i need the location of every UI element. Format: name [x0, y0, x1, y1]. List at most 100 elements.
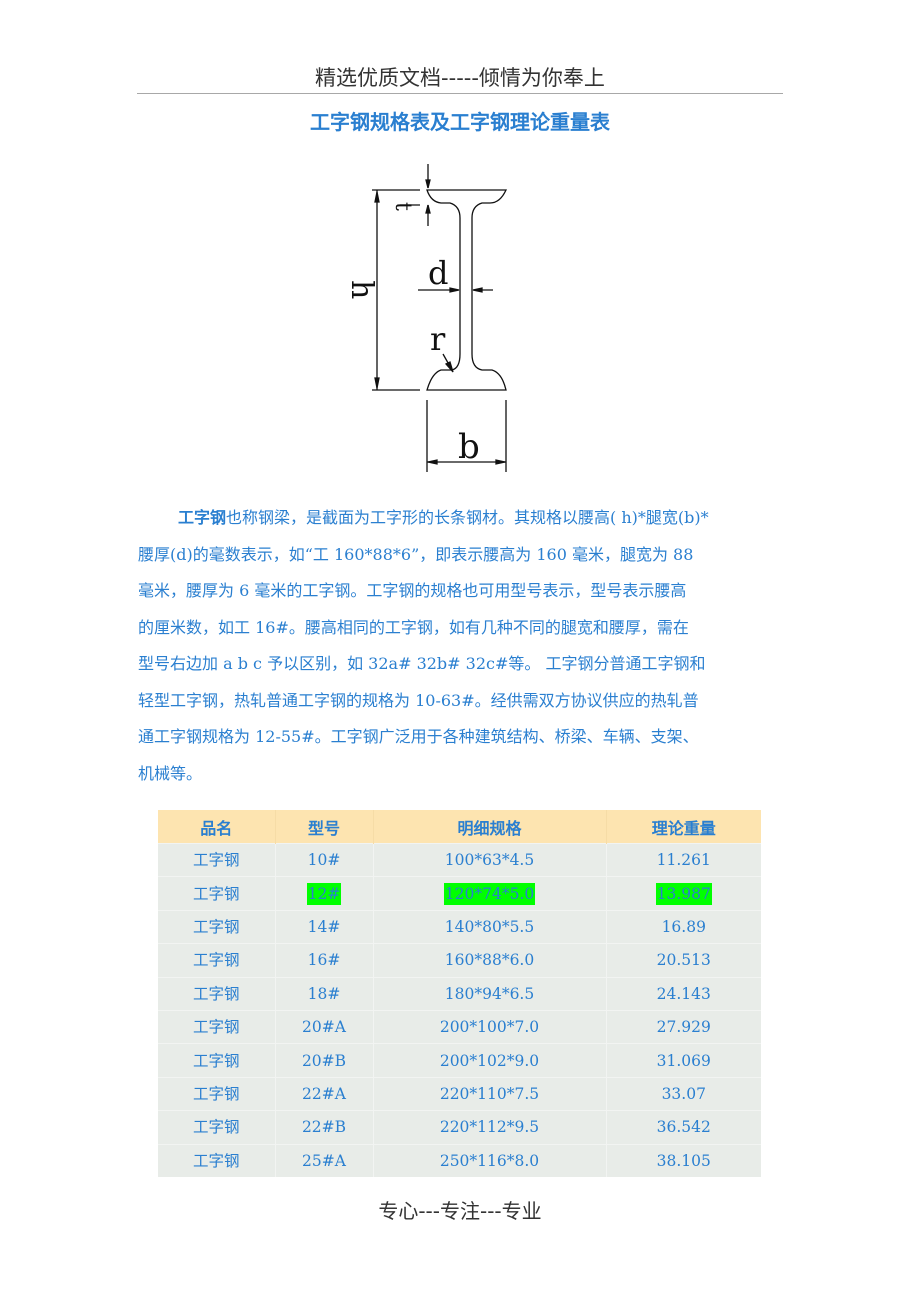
- cell-model-text: 10#: [307, 851, 341, 870]
- label-b: b: [458, 427, 480, 467]
- cell-spec: 200*100*7.0: [373, 1009, 607, 1044]
- cell-weight-text: 16.89: [661, 917, 706, 936]
- paragraph-keyword: 工字钢: [178, 508, 227, 527]
- cell-spec-text: 250*116*8.0: [439, 1151, 540, 1170]
- column-header-model: 型号: [275, 810, 374, 844]
- cell-weight-text: 31.069: [656, 1051, 711, 1070]
- cell-weight: 13.987: [606, 876, 761, 911]
- cell-weight: 38.105: [606, 1143, 761, 1177]
- cell-model: 25#A: [275, 1143, 374, 1177]
- table-row: 工字钢 14# 140*80*5.5 16.89: [158, 909, 761, 944]
- cell-product-name-text: 工字钢: [192, 1018, 240, 1037]
- paragraph-line: 机械等。: [138, 763, 203, 783]
- cell-weight-text: 27.929: [656, 1018, 711, 1037]
- table-row: 工字钢 25#A 250*116*8.0 38.105: [158, 1143, 761, 1177]
- cell-product-name: 工字钢: [158, 976, 276, 1011]
- cell-weight-text: 38.105: [656, 1151, 711, 1170]
- table-header-row: 品名 型号 明细规格 理论重量: [158, 810, 761, 844]
- paragraph-line: 的厘米数，如工 16#。腰高相同的工字钢，如有几种不同的腿宽和腰厚，需在: [138, 617, 689, 637]
- cell-weight-text: 24.143: [656, 984, 711, 1003]
- cell-product-name: 工字钢: [158, 842, 276, 877]
- column-header-spec: 明细规格: [373, 810, 607, 844]
- cell-spec: 220*112*9.5: [373, 1110, 607, 1145]
- cell-spec: 100*63*4.5: [373, 842, 607, 877]
- column-header-name: 品名: [158, 810, 276, 844]
- document-title: 工字钢规格表及工字钢理论重量表: [310, 110, 610, 134]
- cell-spec: 250*116*8.0: [373, 1143, 607, 1177]
- cell-model: 12#: [275, 876, 374, 911]
- cell-spec: 160*88*6.0: [373, 943, 607, 978]
- cell-spec: 140*80*5.5: [373, 909, 607, 944]
- cell-product-name-text: 工字钢: [192, 984, 240, 1003]
- cell-product-name-text: 工字钢: [192, 1084, 240, 1103]
- page-footer: 专心---专注---专业: [378, 1199, 542, 1223]
- cell-product-name-text: 工字钢: [192, 884, 240, 903]
- cell-product-name: 工字钢: [158, 1143, 276, 1177]
- cell-weight-text: 13.987: [655, 882, 712, 905]
- cell-product-name-text: 工字钢: [192, 1151, 240, 1170]
- cell-model: 18#: [275, 976, 374, 1011]
- cell-product-name: 工字钢: [158, 1110, 276, 1145]
- cell-product-name-text: 工字钢: [192, 917, 240, 936]
- cell-product-name-text: 工字钢: [192, 851, 240, 870]
- table-row: 工字钢 10# 100*63*4.5 11.261: [158, 842, 761, 877]
- cell-model: 10#: [275, 842, 374, 877]
- cell-spec: 200*102*9.0: [373, 1043, 607, 1078]
- paragraph-line: 毫米，腰厚为 6 毫米的工字钢。工字钢的规格也可用型号表示，型号表示腰高: [138, 581, 687, 600]
- cell-product-name: 工字钢: [158, 943, 276, 978]
- i-beam-cross-section-diagram: t h d r b: [340, 160, 540, 480]
- cell-spec-text: 200*100*7.0: [439, 1018, 540, 1037]
- paragraph-line: 腰厚(d)的毫数表示，如“工 160*88*6”，即表示腰高为 160 毫米，腿…: [138, 544, 694, 564]
- column-header-weight: 理论重量: [606, 810, 761, 844]
- cell-weight: 11.261: [606, 842, 761, 877]
- cell-weight: 24.143: [606, 976, 761, 1011]
- cell-model-text: 20#A: [302, 1018, 346, 1037]
- cell-product-name-text: 工字钢: [192, 1118, 240, 1137]
- cell-model-text: 22#B: [301, 1118, 347, 1137]
- cell-weight-text: 36.542: [656, 1118, 711, 1137]
- cell-weight: 33.07: [606, 1076, 761, 1111]
- cell-model: 22#B: [275, 1110, 374, 1145]
- table-row: 工字钢 20#A 200*100*7.0 27.929: [158, 1009, 761, 1044]
- cell-spec-text: 100*63*4.5: [444, 851, 535, 870]
- label-d: d: [428, 254, 448, 292]
- cell-weight-text: 33.07: [661, 1084, 706, 1103]
- cell-weight: 31.069: [606, 1043, 761, 1078]
- cell-weight: 36.542: [606, 1110, 761, 1145]
- paragraph-line: 型号右边加 a b c 予以区别，如 32a# 32b# 32c#等。 工字钢分…: [138, 654, 706, 673]
- cell-weight: 27.929: [606, 1009, 761, 1044]
- description-paragraph: 工字钢也称钢梁，是截面为工字形的长条钢材。其规格以腰高( h)*腿宽(b)* 腰…: [138, 500, 788, 792]
- cell-product-name-text: 工字钢: [192, 951, 240, 970]
- cell-spec-text: 160*88*6.0: [444, 951, 535, 970]
- cell-model-text: 12#: [306, 882, 342, 905]
- cell-model-text: 25#A: [302, 1151, 346, 1170]
- cell-spec: 180*94*6.5: [373, 976, 607, 1011]
- cell-model: 20#A: [275, 1009, 374, 1044]
- cell-product-name: 工字钢: [158, 909, 276, 944]
- cell-product-name-text: 工字钢: [192, 1051, 240, 1070]
- cell-model: 14#: [275, 909, 374, 944]
- i-beam-outline: [426, 189, 508, 391]
- cell-model-text: 16#: [307, 951, 341, 970]
- table-row: 工字钢 18# 180*94*6.5 24.143: [158, 976, 761, 1011]
- cell-product-name: 工字钢: [158, 1009, 276, 1044]
- cell-spec-text: 220*112*9.5: [439, 1118, 540, 1137]
- cell-product-name: 工字钢: [158, 1076, 276, 1111]
- label-r: r: [430, 320, 446, 358]
- label-h: h: [344, 280, 379, 299]
- cell-model-text: 18#: [307, 984, 341, 1003]
- paragraph-line: 工字钢也称钢梁，是截面为工字形的长条钢材。其规格以腰高( h)*腿宽(b)*: [178, 508, 709, 527]
- cell-weight-text: 20.513: [656, 951, 711, 970]
- cell-spec-text: 220*110*7.5: [439, 1084, 540, 1103]
- table-row: 工字钢 22#B 220*112*9.5 36.542: [158, 1110, 761, 1145]
- cell-spec: 120*74*5.0: [373, 876, 607, 911]
- cell-product-name: 工字钢: [158, 876, 276, 911]
- cell-spec-text: 140*80*5.5: [444, 917, 535, 936]
- cell-spec: 220*110*7.5: [373, 1076, 607, 1111]
- paragraph-line: 轻型工字钢，热轧普通工字钢的规格为 10-63#。经供需双方协议供应的热轧普: [138, 690, 699, 710]
- paragraph-line: 通工字钢规格为 12-55#。工字钢广泛用于各种建筑结构、桥梁、车辆、支架、: [138, 727, 699, 746]
- table-row: 工字钢 12# 120*74*5.0 13.987: [158, 876, 761, 911]
- table-row: 工字钢 16# 160*88*6.0 20.513: [158, 943, 761, 978]
